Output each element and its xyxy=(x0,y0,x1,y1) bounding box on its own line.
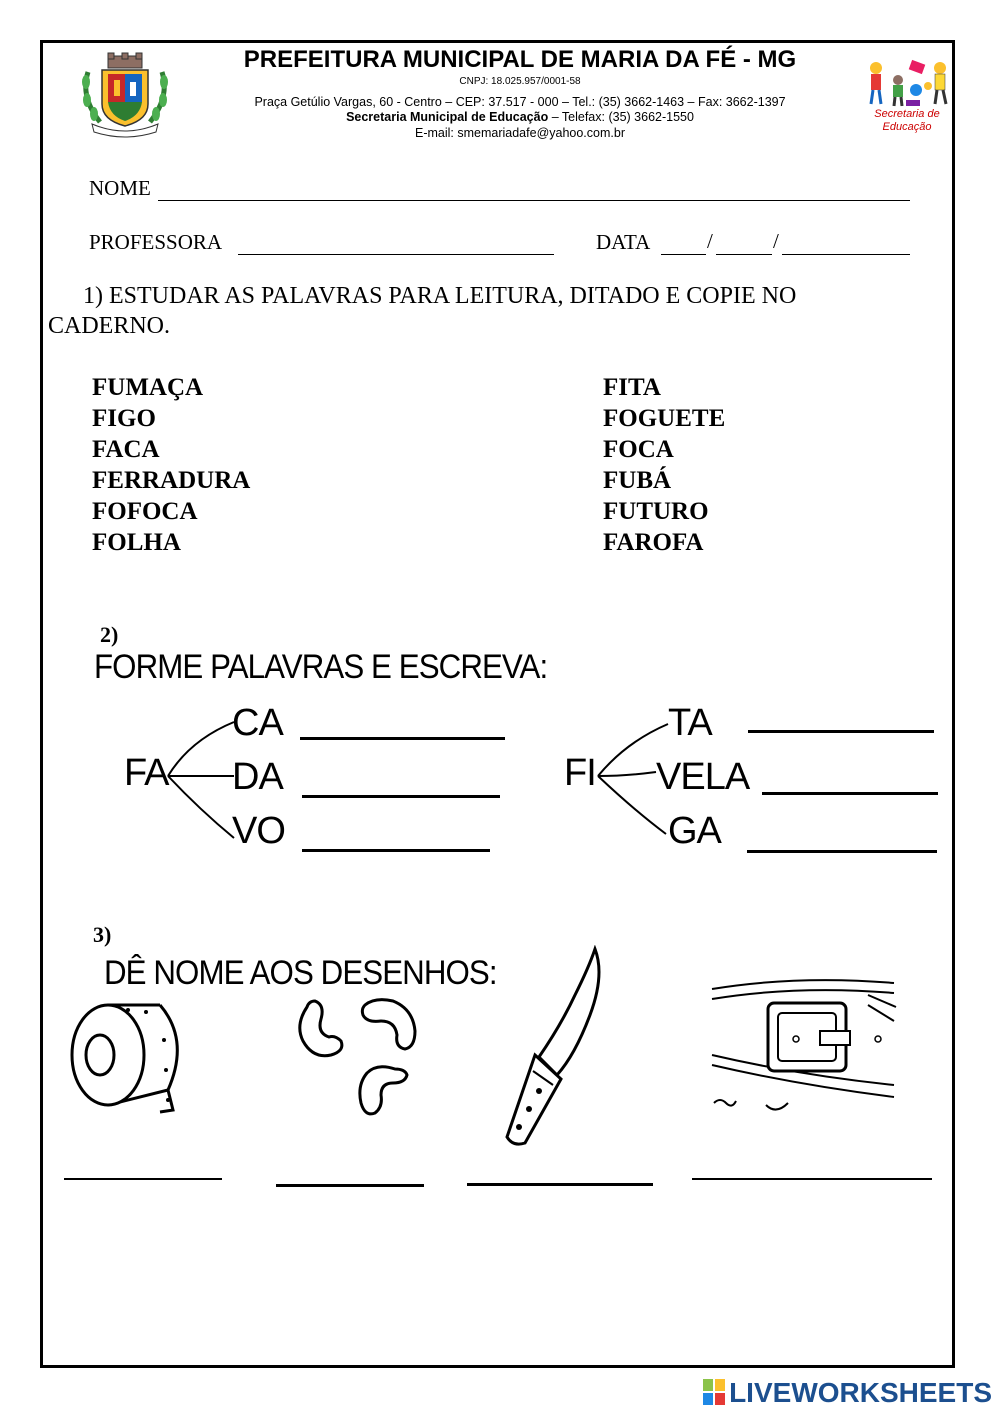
q1-instruction-line1: 1) ESTUDAR AS PALAVRAS PARA LEITURA, DIT… xyxy=(83,283,797,309)
q3-instruction: DÊ NOME AOS DESENHOS: xyxy=(104,954,498,992)
word-item: FERRADURA xyxy=(92,467,251,494)
answer-line[interactable] xyxy=(302,795,500,798)
word-item: FAROFA xyxy=(603,529,704,556)
professora-field[interactable] xyxy=(238,254,554,255)
fita-icon xyxy=(70,1003,179,1114)
liveworksheets-logo-icon xyxy=(703,1379,726,1405)
q2-instruction: FORME PALAVRAS E ESCREVA: xyxy=(94,648,548,686)
liveworksheets-brand-text: LIVEWORKSHEETS xyxy=(729,1377,992,1408)
education-logo-label-line2: Educação xyxy=(882,121,932,133)
word-list-left: FUMAÇA FIGO FACA FERRADURA FOFOCA FOLHA xyxy=(92,372,250,558)
word-item: FUMAÇA xyxy=(92,374,204,401)
nome-field[interactable] xyxy=(158,200,910,201)
right-syllable: TA xyxy=(668,702,713,744)
answer-line[interactable] xyxy=(692,1178,932,1180)
municipal-crest-icon xyxy=(82,52,168,138)
fivela-icon xyxy=(711,979,897,1111)
answer-line[interactable] xyxy=(64,1178,222,1180)
header-email: E-mail: smemariadafe@yahoo.com.br xyxy=(415,126,625,140)
education-logo-label-line1: Secretaria de xyxy=(874,108,940,120)
right-root-syllable: FI xyxy=(564,752,597,794)
header-cnpj: CNPJ: 18.025.957/0001-58 xyxy=(459,76,581,87)
word-item: FOGUETE xyxy=(603,405,726,432)
right-syllable: GA xyxy=(668,810,722,852)
q1-instruction-line2: CADERNO. xyxy=(48,313,171,339)
right-branch-lines xyxy=(597,723,669,835)
nome-label: NOME xyxy=(89,176,151,200)
word-item: FITA xyxy=(603,374,661,401)
right-syllable: VELA xyxy=(656,756,750,798)
header-secretaria: Secretaria Municipal de Educação – Telef… xyxy=(190,110,850,124)
date-slash-2: / xyxy=(773,229,779,253)
education-kids-icon xyxy=(869,59,948,107)
q2-number: 2) xyxy=(100,622,119,647)
left-root-syllable: FA xyxy=(124,752,169,794)
answer-line[interactable] xyxy=(300,737,505,740)
answer-line[interactable] xyxy=(748,730,934,733)
date-slash-1: / xyxy=(707,229,713,253)
answer-line[interactable] xyxy=(747,850,937,853)
page-border xyxy=(40,40,955,1368)
word-item: FIGO xyxy=(92,405,156,432)
data-label: DATA xyxy=(596,230,651,254)
left-syllable: DA xyxy=(232,756,284,798)
liveworksheets-brand[interactable]: LIVEWORKSHEETS xyxy=(703,1377,992,1409)
header-address: Praça Getúlio Vargas, 60 - Centro – CEP:… xyxy=(254,95,786,109)
answer-line[interactable] xyxy=(276,1184,424,1187)
header-secretaria-name: Secretaria Municipal de Educação xyxy=(346,110,549,124)
word-list-right: FITA FOGUETE FOCA FUBÁ FUTURO FAROFA xyxy=(603,372,725,558)
answer-line[interactable] xyxy=(467,1183,653,1186)
word-item: FOLHA xyxy=(92,529,181,556)
data-month-field[interactable] xyxy=(716,254,772,255)
faca-icon xyxy=(505,945,601,1146)
answer-line[interactable] xyxy=(762,792,938,795)
left-syllable: VO xyxy=(232,810,286,852)
word-item: FUBÁ xyxy=(603,467,672,494)
word-item: FOFOCA xyxy=(92,498,198,525)
word-item: FACA xyxy=(92,436,160,463)
data-day-field[interactable] xyxy=(661,254,706,255)
data-year-field[interactable] xyxy=(782,254,910,255)
feijao-icon xyxy=(298,998,417,1116)
professora-label: PROFESSORA xyxy=(89,230,223,254)
q3-number: 3) xyxy=(93,922,112,947)
word-item: FUTURO xyxy=(603,498,709,525)
header-telefax: – Telefax: (35) 3662-1550 xyxy=(548,110,694,124)
left-branch-lines xyxy=(167,721,235,839)
answer-line[interactable] xyxy=(302,849,490,852)
left-syllable: CA xyxy=(232,702,284,744)
word-item: FOCA xyxy=(603,436,674,463)
header-title: PREFEITURA MUNICIPAL DE MARIA DA FÉ - MG xyxy=(243,46,797,73)
